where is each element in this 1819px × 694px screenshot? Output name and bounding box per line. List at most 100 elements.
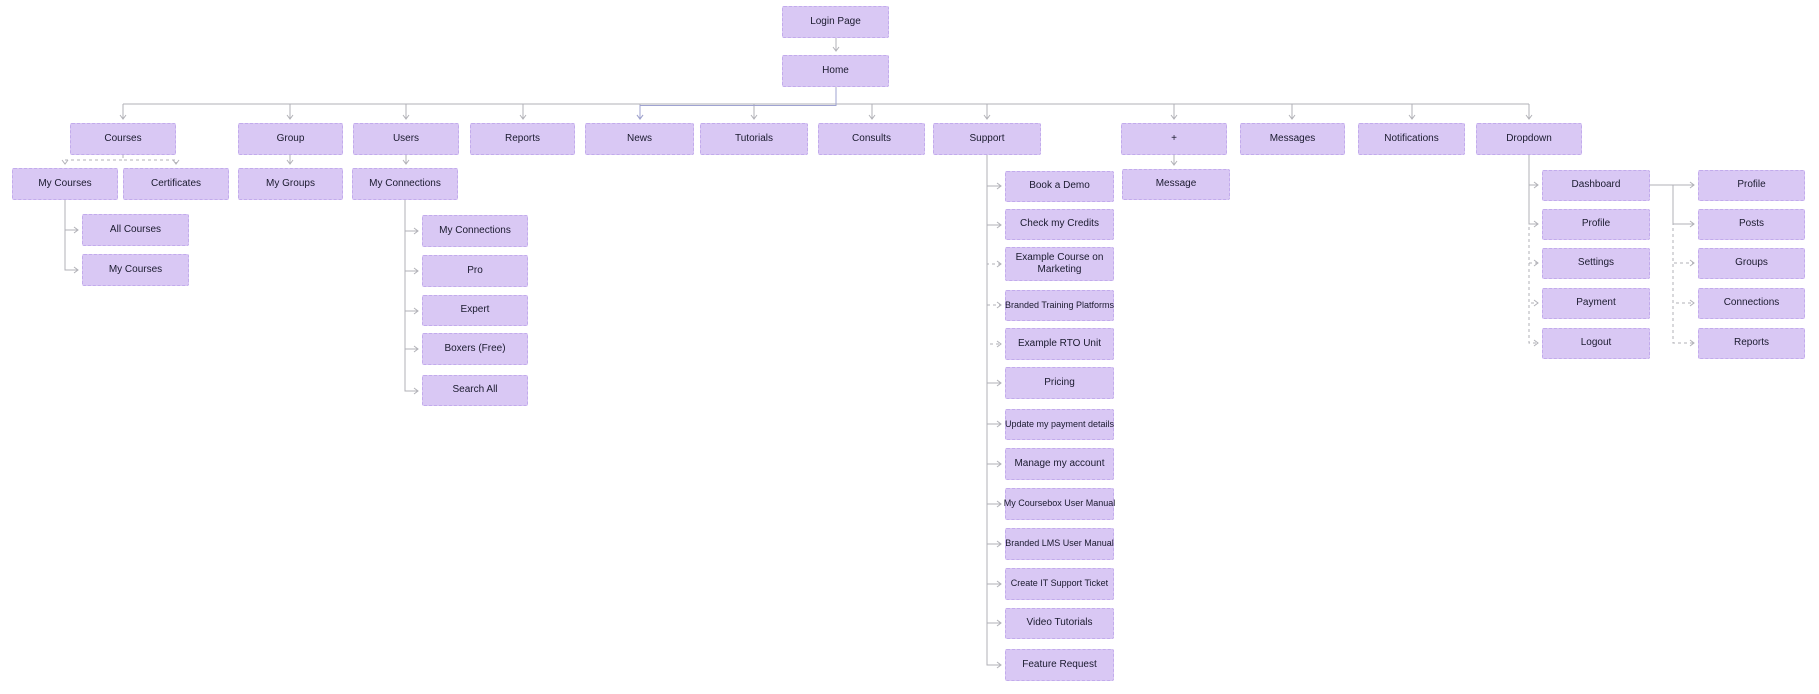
flow-edge[interactable] — [986, 155, 1002, 268]
node-boxers-free[interactable]: Boxers (Free) — [422, 333, 528, 365]
flow-edge[interactable] — [122, 155, 180, 165]
flow-edge[interactable] — [986, 155, 1002, 309]
node-news[interactable]: News — [585, 123, 694, 155]
flow-edge[interactable] — [986, 155, 1002, 468]
flow-edge[interactable] — [986, 155, 1002, 348]
node-label: Dropdown — [1506, 132, 1552, 144]
node-search-all[interactable]: Search All — [422, 375, 528, 406]
node-support[interactable]: Support — [933, 123, 1041, 155]
flow-edge[interactable] — [404, 200, 419, 353]
node-label: + — [1171, 132, 1177, 144]
node-plus[interactable]: + — [1121, 123, 1227, 155]
node-create-it-support-ticket[interactable]: Create IT Support Ticket — [1005, 568, 1114, 600]
node-update-my-payment-details[interactable]: Update my payment details — [1005, 409, 1114, 440]
node-branded-lms-user-manual[interactable]: Branded LMS User Manual — [1005, 528, 1114, 560]
flow-edge[interactable] — [986, 155, 1002, 190]
node-reports-page[interactable]: Reports — [1698, 328, 1805, 359]
flow-edge[interactable] — [986, 155, 1002, 387]
node-label: Courses — [104, 132, 142, 144]
node-login-page[interactable]: Login Page — [782, 6, 889, 38]
node-all-courses[interactable]: All Courses — [82, 214, 189, 246]
node-dropdown[interactable]: Dropdown — [1476, 123, 1582, 155]
flow-edge[interactable] — [986, 155, 1002, 508]
node-expert[interactable]: Expert — [422, 295, 528, 326]
node-pricing[interactable]: Pricing — [1005, 367, 1114, 399]
node-profile-page[interactable]: Profile — [1698, 170, 1805, 201]
flow-edge[interactable] — [986, 155, 1002, 229]
flow-edge[interactable] — [986, 155, 1002, 669]
node-check-my-credits[interactable]: Check my Credits — [1005, 209, 1114, 240]
node-home[interactable]: Home — [782, 55, 889, 87]
node-certificates[interactable]: Certificates — [123, 168, 229, 200]
flow-edge[interactable] — [1528, 155, 1539, 228]
node-posts[interactable]: Posts — [1698, 209, 1805, 240]
node-label: Logout — [1580, 337, 1612, 349]
node-label: My Connections — [439, 224, 511, 236]
node-messages[interactable]: Messages — [1240, 123, 1345, 155]
flow-edge[interactable] — [64, 200, 79, 234]
flow-edge[interactable] — [1528, 155, 1539, 347]
flow-edge[interactable] — [986, 155, 1002, 428]
node-label: Reports — [1733, 337, 1769, 349]
node-courses[interactable]: Courses — [70, 123, 176, 155]
node-logout[interactable]: Logout — [1542, 328, 1650, 359]
node-my-connections-parent[interactable]: My Connections — [352, 168, 458, 200]
node-branded-training-platforms[interactable]: Branded Training Platforms — [1005, 290, 1114, 321]
node-video-tutorials[interactable]: Video Tutorials — [1005, 608, 1114, 639]
node-message[interactable]: Message — [1122, 169, 1230, 200]
node-settings[interactable]: Settings — [1542, 248, 1650, 279]
node-feature-request[interactable]: Feature Request — [1005, 649, 1114, 681]
node-example-course-on-marketing[interactable]: Example Course on Marketing — [1005, 247, 1114, 281]
flow-edge[interactable] — [1650, 184, 1695, 228]
node-label: Example RTO Unit — [1018, 337, 1101, 349]
node-label: Message — [1155, 178, 1197, 190]
flow-edge[interactable] — [986, 155, 1002, 548]
node-label: Notifications — [1384, 132, 1439, 144]
node-label: Tutorials — [735, 132, 773, 144]
node-users[interactable]: Users — [353, 123, 459, 155]
node-notifications[interactable]: Notifications — [1358, 123, 1465, 155]
flow-edge[interactable] — [64, 200, 79, 274]
node-label: Posts — [1738, 218, 1764, 230]
flow-edge[interactable] — [1528, 155, 1539, 189]
node-example-rto-unit[interactable]: Example RTO Unit — [1005, 328, 1114, 360]
node-tutorials[interactable]: Tutorials — [700, 123, 808, 155]
node-label: Profile — [1581, 218, 1611, 230]
flow-edge[interactable] — [404, 200, 419, 235]
node-my-courses[interactable]: My Courses — [12, 168, 118, 200]
flow-edge[interactable] — [986, 155, 1002, 588]
flow-edge[interactable] — [1650, 184, 1695, 347]
flow-edge[interactable] — [1528, 155, 1539, 307]
node-label: Video Tutorials — [1026, 617, 1093, 629]
node-group[interactable]: Group — [238, 123, 343, 155]
node-payment[interactable]: Payment — [1542, 288, 1650, 319]
flow-edge-selected[interactable] — [636, 88, 837, 120]
node-reports[interactable]: Reports — [470, 123, 575, 155]
node-label: Dashboard — [1571, 179, 1621, 191]
node-book-a-demo[interactable]: Book a Demo — [1005, 171, 1114, 202]
node-label: Boxers (Free) — [444, 342, 506, 354]
node-label: Create IT Support Ticket — [1010, 578, 1109, 589]
node-label: Messages — [1269, 132, 1316, 144]
node-my-coursebox-user-manual[interactable]: My Coursebox User Manual — [1004, 488, 1115, 520]
flow-edge[interactable] — [1650, 184, 1695, 307]
node-consults[interactable]: Consults — [818, 123, 925, 155]
node-dashboard[interactable]: Dashboard — [1542, 170, 1650, 201]
flow-edge[interactable] — [1528, 155, 1539, 267]
node-pro[interactable]: Pro — [422, 255, 528, 287]
node-label: Pricing — [1044, 376, 1075, 388]
flow-edge[interactable] — [404, 200, 419, 315]
flow-edge[interactable] — [404, 200, 419, 395]
node-groups[interactable]: Groups — [1698, 248, 1805, 279]
node-profile-menu[interactable]: Profile — [1542, 209, 1650, 240]
node-manage-my-account[interactable]: Manage my account — [1005, 448, 1114, 480]
node-my-courses-2[interactable]: My Courses — [82, 254, 189, 286]
node-label: Connections — [1723, 297, 1780, 309]
node-connections[interactable]: Connections — [1698, 288, 1805, 319]
node-label: My Courses — [38, 177, 92, 189]
node-my-groups[interactable]: My Groups — [238, 168, 343, 200]
node-my-connections[interactable]: My Connections — [422, 215, 528, 247]
flow-edge[interactable] — [61, 155, 124, 165]
flow-edge[interactable] — [404, 200, 419, 275]
